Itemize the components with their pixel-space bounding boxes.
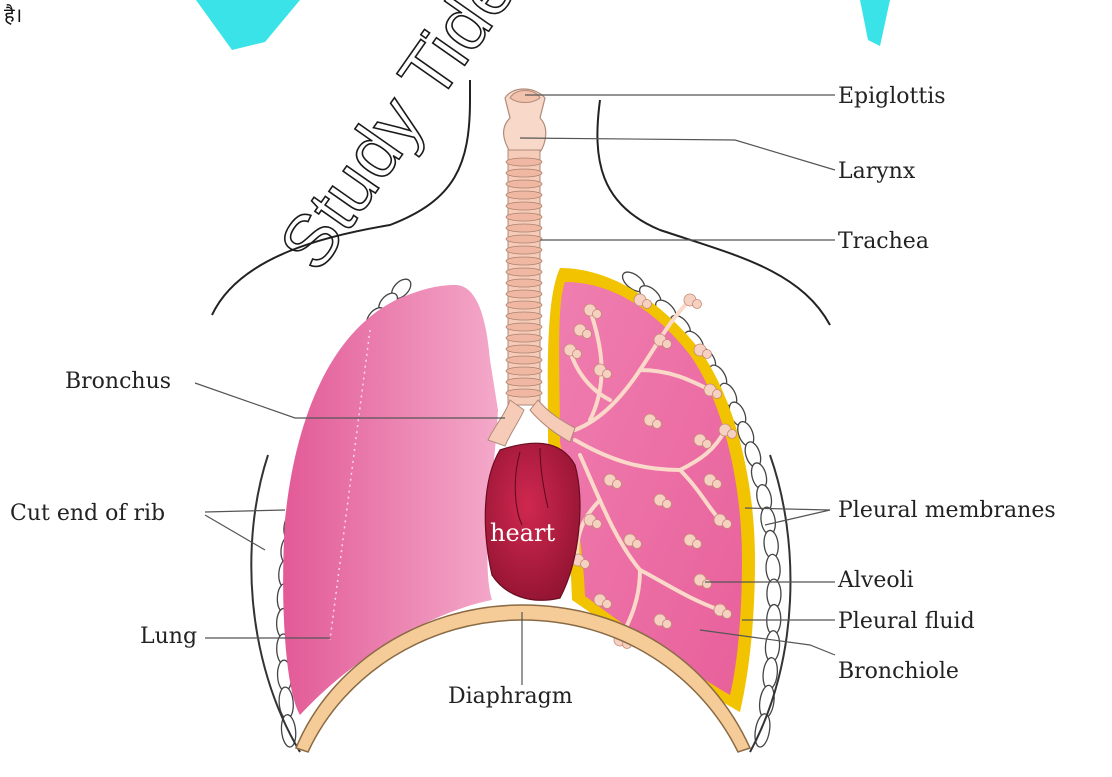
label-trachea: Trachea	[838, 229, 929, 254]
label-alveoli: Alveoli	[837, 568, 914, 593]
label-diaphragm: Diaphragm	[448, 684, 573, 709]
alveolus	[703, 440, 712, 449]
trachea-ring	[506, 345, 542, 353]
label-epiglottis: Epiglottis	[838, 84, 946, 109]
trachea-ring	[506, 356, 542, 364]
alveolus	[603, 600, 612, 609]
alveolus	[593, 520, 602, 529]
alveolus	[728, 430, 737, 439]
label-larynx: Larynx	[838, 159, 916, 184]
label-pleural-fluid: Pleural fluid	[838, 609, 975, 634]
alveolus	[603, 370, 612, 379]
alveolus	[693, 540, 702, 549]
alveolus	[653, 420, 662, 429]
label-pleural-membranes: Pleural membranes	[838, 498, 1056, 523]
alveolus	[703, 350, 712, 359]
trachea-ring	[506, 378, 542, 386]
trachea-ring	[506, 312, 542, 320]
alveolus	[723, 610, 732, 619]
alveolus	[663, 340, 672, 349]
alveolus	[573, 350, 582, 359]
trachea-ring	[506, 301, 542, 309]
trachea-ring	[506, 246, 542, 254]
label-lung: Lung	[140, 624, 197, 649]
trachea-ring	[506, 367, 542, 375]
trachea-ring	[506, 257, 542, 265]
trachea-ring	[506, 268, 542, 276]
alveolus	[663, 500, 672, 509]
alveolus	[703, 580, 712, 589]
trachea-ring	[506, 323, 542, 331]
trachea-ring	[506, 224, 542, 232]
label-cut-end-of-rib: Cut end of rib	[10, 501, 165, 526]
watermark-bands	[0, 0, 1112, 50]
alveolus	[713, 390, 722, 399]
alveolus	[693, 300, 702, 309]
label-bronchus: Bronchus	[65, 369, 171, 394]
right-lung	[559, 282, 742, 695]
label-bronchiole: Bronchiole	[838, 659, 959, 684]
alveolus	[613, 480, 622, 489]
trachea-ring	[506, 334, 542, 342]
trachea-ring	[506, 191, 542, 199]
alveolus	[633, 540, 642, 549]
trachea-ring	[506, 202, 542, 210]
trachea-ring	[506, 180, 542, 188]
trachea-ring	[506, 235, 542, 243]
alveolus	[593, 310, 602, 319]
alveolus	[583, 330, 592, 339]
trachea-ring	[506, 213, 542, 221]
label-heart: heart	[490, 519, 555, 547]
trachea-ring	[506, 290, 542, 298]
trachea-ring	[506, 389, 542, 397]
trachea-ring	[506, 158, 542, 166]
alveolus	[581, 560, 590, 569]
trachea-ring	[506, 279, 542, 287]
alveolus	[643, 300, 652, 309]
alveolus	[723, 520, 732, 529]
trachea-ring	[506, 169, 542, 177]
alveolus	[663, 620, 672, 629]
top-text-fragment: है।	[4, 3, 22, 27]
watermark-text: Study Tide	[263, 0, 532, 284]
alveolus	[713, 480, 722, 489]
